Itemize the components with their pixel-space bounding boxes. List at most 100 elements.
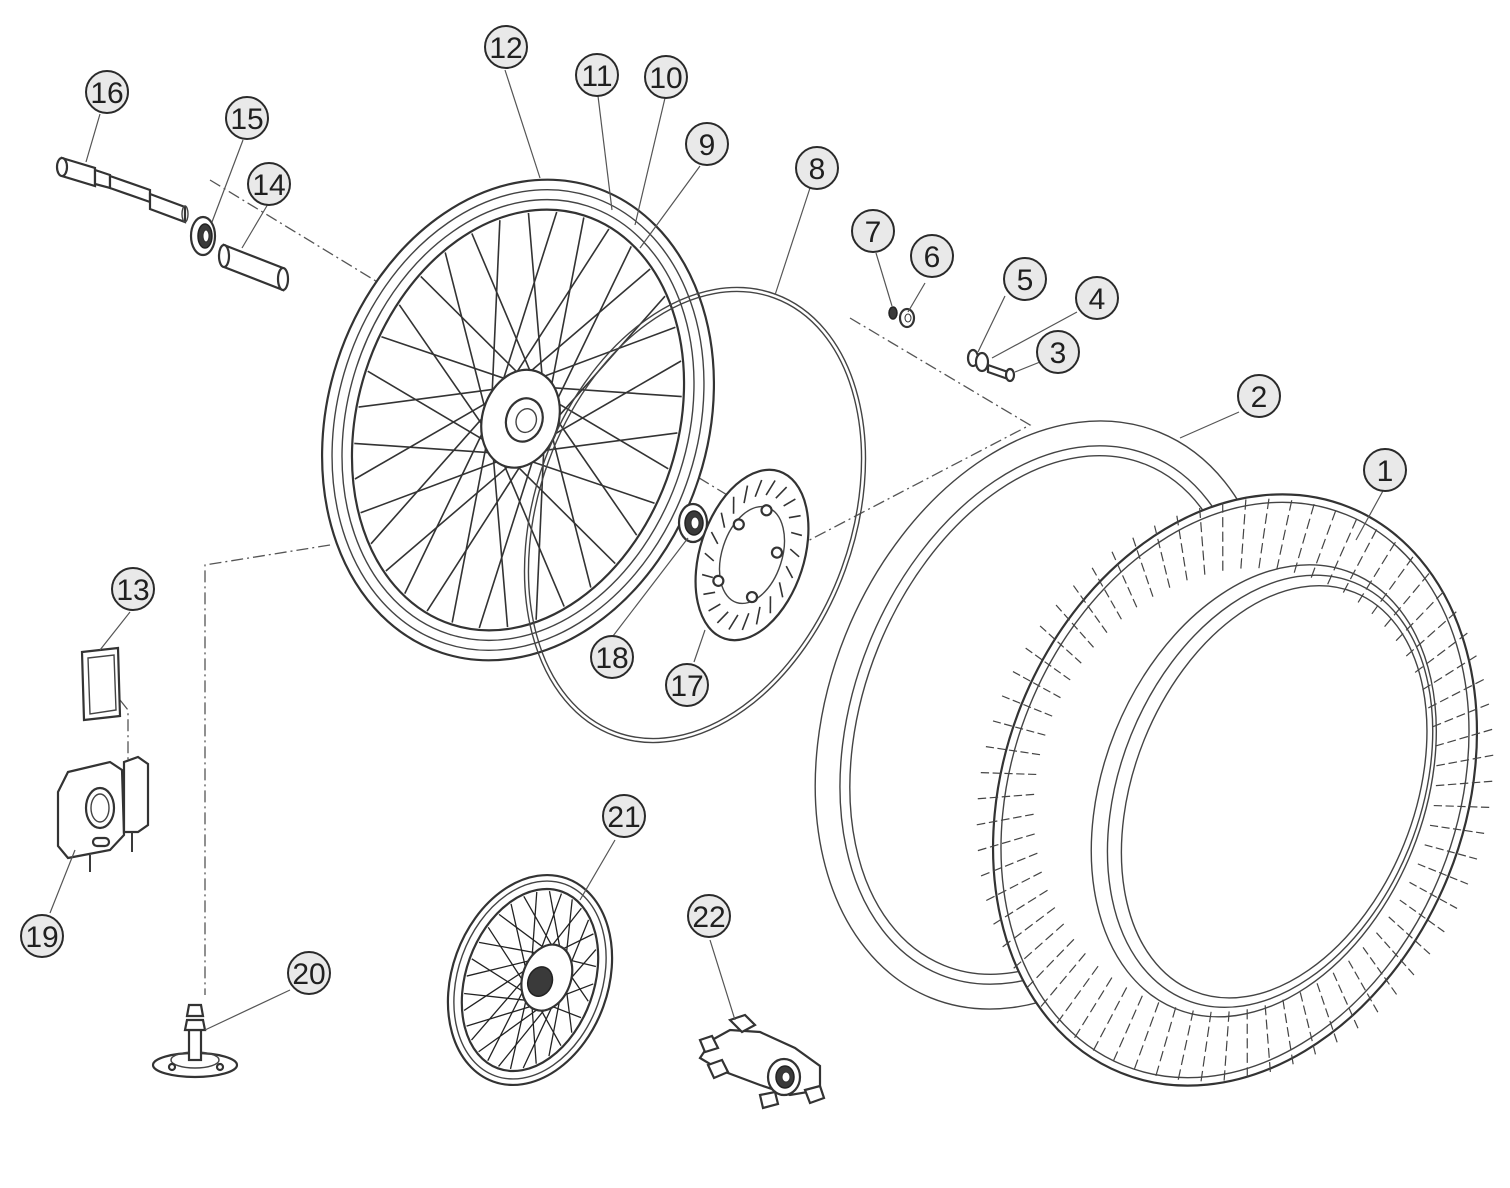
drawing-stroke (1065, 649, 1073, 656)
drawing-stroke (1136, 550, 1141, 560)
drawing-stroke (977, 847, 987, 852)
drawing-stroke (1310, 567, 1316, 578)
callout-4: 4 (1075, 276, 1119, 320)
drawing-stroke (732, 496, 735, 514)
drawing-stroke (1309, 1031, 1313, 1042)
callout-label-2: 2 (1251, 381, 1268, 414)
drawing-stroke (1468, 655, 1477, 662)
patch-card-13 (80, 646, 122, 722)
drawing-stroke (701, 573, 714, 579)
drawing-stroke (490, 220, 501, 406)
drawing-stroke (790, 531, 803, 537)
drawing-stroke (1190, 1010, 1194, 1021)
drawing-stroke (1072, 585, 1079, 593)
drawing-stroke (1391, 987, 1398, 995)
drawing-stroke (1459, 632, 1468, 640)
drawing-stroke (1241, 543, 1244, 554)
drawing-stroke (789, 548, 800, 558)
drawing-stroke (1184, 570, 1188, 581)
callout-label-8: 8 (809, 153, 826, 186)
drawing-stroke (1180, 543, 1184, 553)
callout-label-1: 1 (1377, 455, 1394, 488)
drawing-stroke (1435, 591, 1444, 600)
drawing-stroke (1286, 1027, 1290, 1037)
drawing-stroke (1034, 942, 1043, 950)
drawing-stroke (1087, 640, 1094, 648)
drawing-stroke (728, 614, 739, 630)
drawing-stroke (1057, 641, 1065, 648)
drawing-stroke (1026, 833, 1035, 837)
drawing-stroke (1012, 699, 1021, 704)
drawing-stroke (1155, 1065, 1160, 1077)
drawing-stroke (1333, 560, 1339, 571)
drawing-stroke (1384, 618, 1392, 627)
drawing-stroke (716, 611, 729, 624)
drawing-stroke (1264, 513, 1268, 524)
drawing-stroke (1001, 695, 1010, 700)
drawing-stroke (1101, 625, 1108, 633)
drawing-stroke (1483, 728, 1493, 733)
drawing-stroke (1016, 773, 1025, 775)
callout-label-11: 11 (581, 60, 612, 93)
callout-label-20: 20 (292, 958, 325, 991)
drawing-stroke (755, 606, 761, 625)
callout-1: 1 (1363, 448, 1407, 492)
drawing-stroke (1459, 782, 1469, 785)
drawing-stroke (1184, 1039, 1188, 1051)
drawing-stroke (510, 903, 529, 976)
drawing-stroke (1157, 538, 1161, 549)
drawing-stroke (1222, 531, 1224, 542)
drawing-stroke (1166, 578, 1171, 588)
drawing-stroke (1023, 703, 1032, 709)
callout-20: 20 (287, 951, 331, 995)
drawing-stroke (1475, 678, 1484, 685)
drawing-stroke (1105, 977, 1113, 987)
drawing-stroke (1013, 794, 1023, 797)
drawing-stroke (1163, 1036, 1168, 1047)
drawing-stroke (1353, 1019, 1359, 1029)
drawing-stroke (992, 720, 1001, 724)
drawing-stroke (1459, 735, 1469, 740)
drawing-stroke (1258, 557, 1262, 569)
drawing-stroke (1381, 554, 1389, 565)
drawing-stroke (1079, 631, 1087, 639)
drawing-stroke (1065, 1002, 1073, 1012)
callout-label-5: 5 (1017, 264, 1034, 297)
drawing-stroke (1004, 862, 1014, 867)
drawing-stroke (1080, 595, 1087, 603)
drawing-stroke (1436, 763, 1445, 767)
drawing-stroke (1320, 995, 1325, 1005)
drawing-stroke (1423, 948, 1431, 955)
drawing-stroke (1445, 669, 1454, 676)
drawing-stroke (989, 844, 999, 848)
drawing-stroke (1116, 563, 1122, 573)
drawing-stroke (1435, 743, 1444, 747)
drawing-stroke (1464, 829, 1473, 833)
drawing-stroke (1012, 815, 1022, 819)
drawing-stroke (1026, 980, 1035, 989)
drawing-stroke (538, 386, 682, 398)
drawing-stroke (531, 432, 678, 453)
drawing-stroke (1266, 1033, 1269, 1044)
drawing-stroke (360, 457, 507, 514)
drawing-stroke (1471, 732, 1481, 736)
drawing-stroke (1435, 784, 1445, 787)
drawing-stroke (1092, 1040, 1099, 1051)
drawing-stroke (539, 360, 682, 444)
drawing-stroke (1028, 852, 1038, 858)
drawing-stroke (1187, 1025, 1191, 1036)
drawing-stroke (1031, 752, 1041, 756)
drawing-stroke (1408, 906, 1417, 913)
drawing-stroke (1293, 562, 1298, 573)
drawing-stroke (993, 918, 1002, 925)
drawing-stroke (1004, 911, 1014, 918)
drawing-stroke (1449, 876, 1458, 881)
drawing-stroke (720, 512, 726, 528)
main-wheel (320, 178, 716, 662)
hardware-5-4-3 (966, 348, 1016, 383)
drawing-stroke (1483, 780, 1493, 783)
drawing-stroke (1035, 915, 1045, 923)
drawing-stroke (1437, 620, 1447, 629)
drawing-stroke (1457, 853, 1467, 857)
drawing-stroke (1297, 547, 1303, 559)
